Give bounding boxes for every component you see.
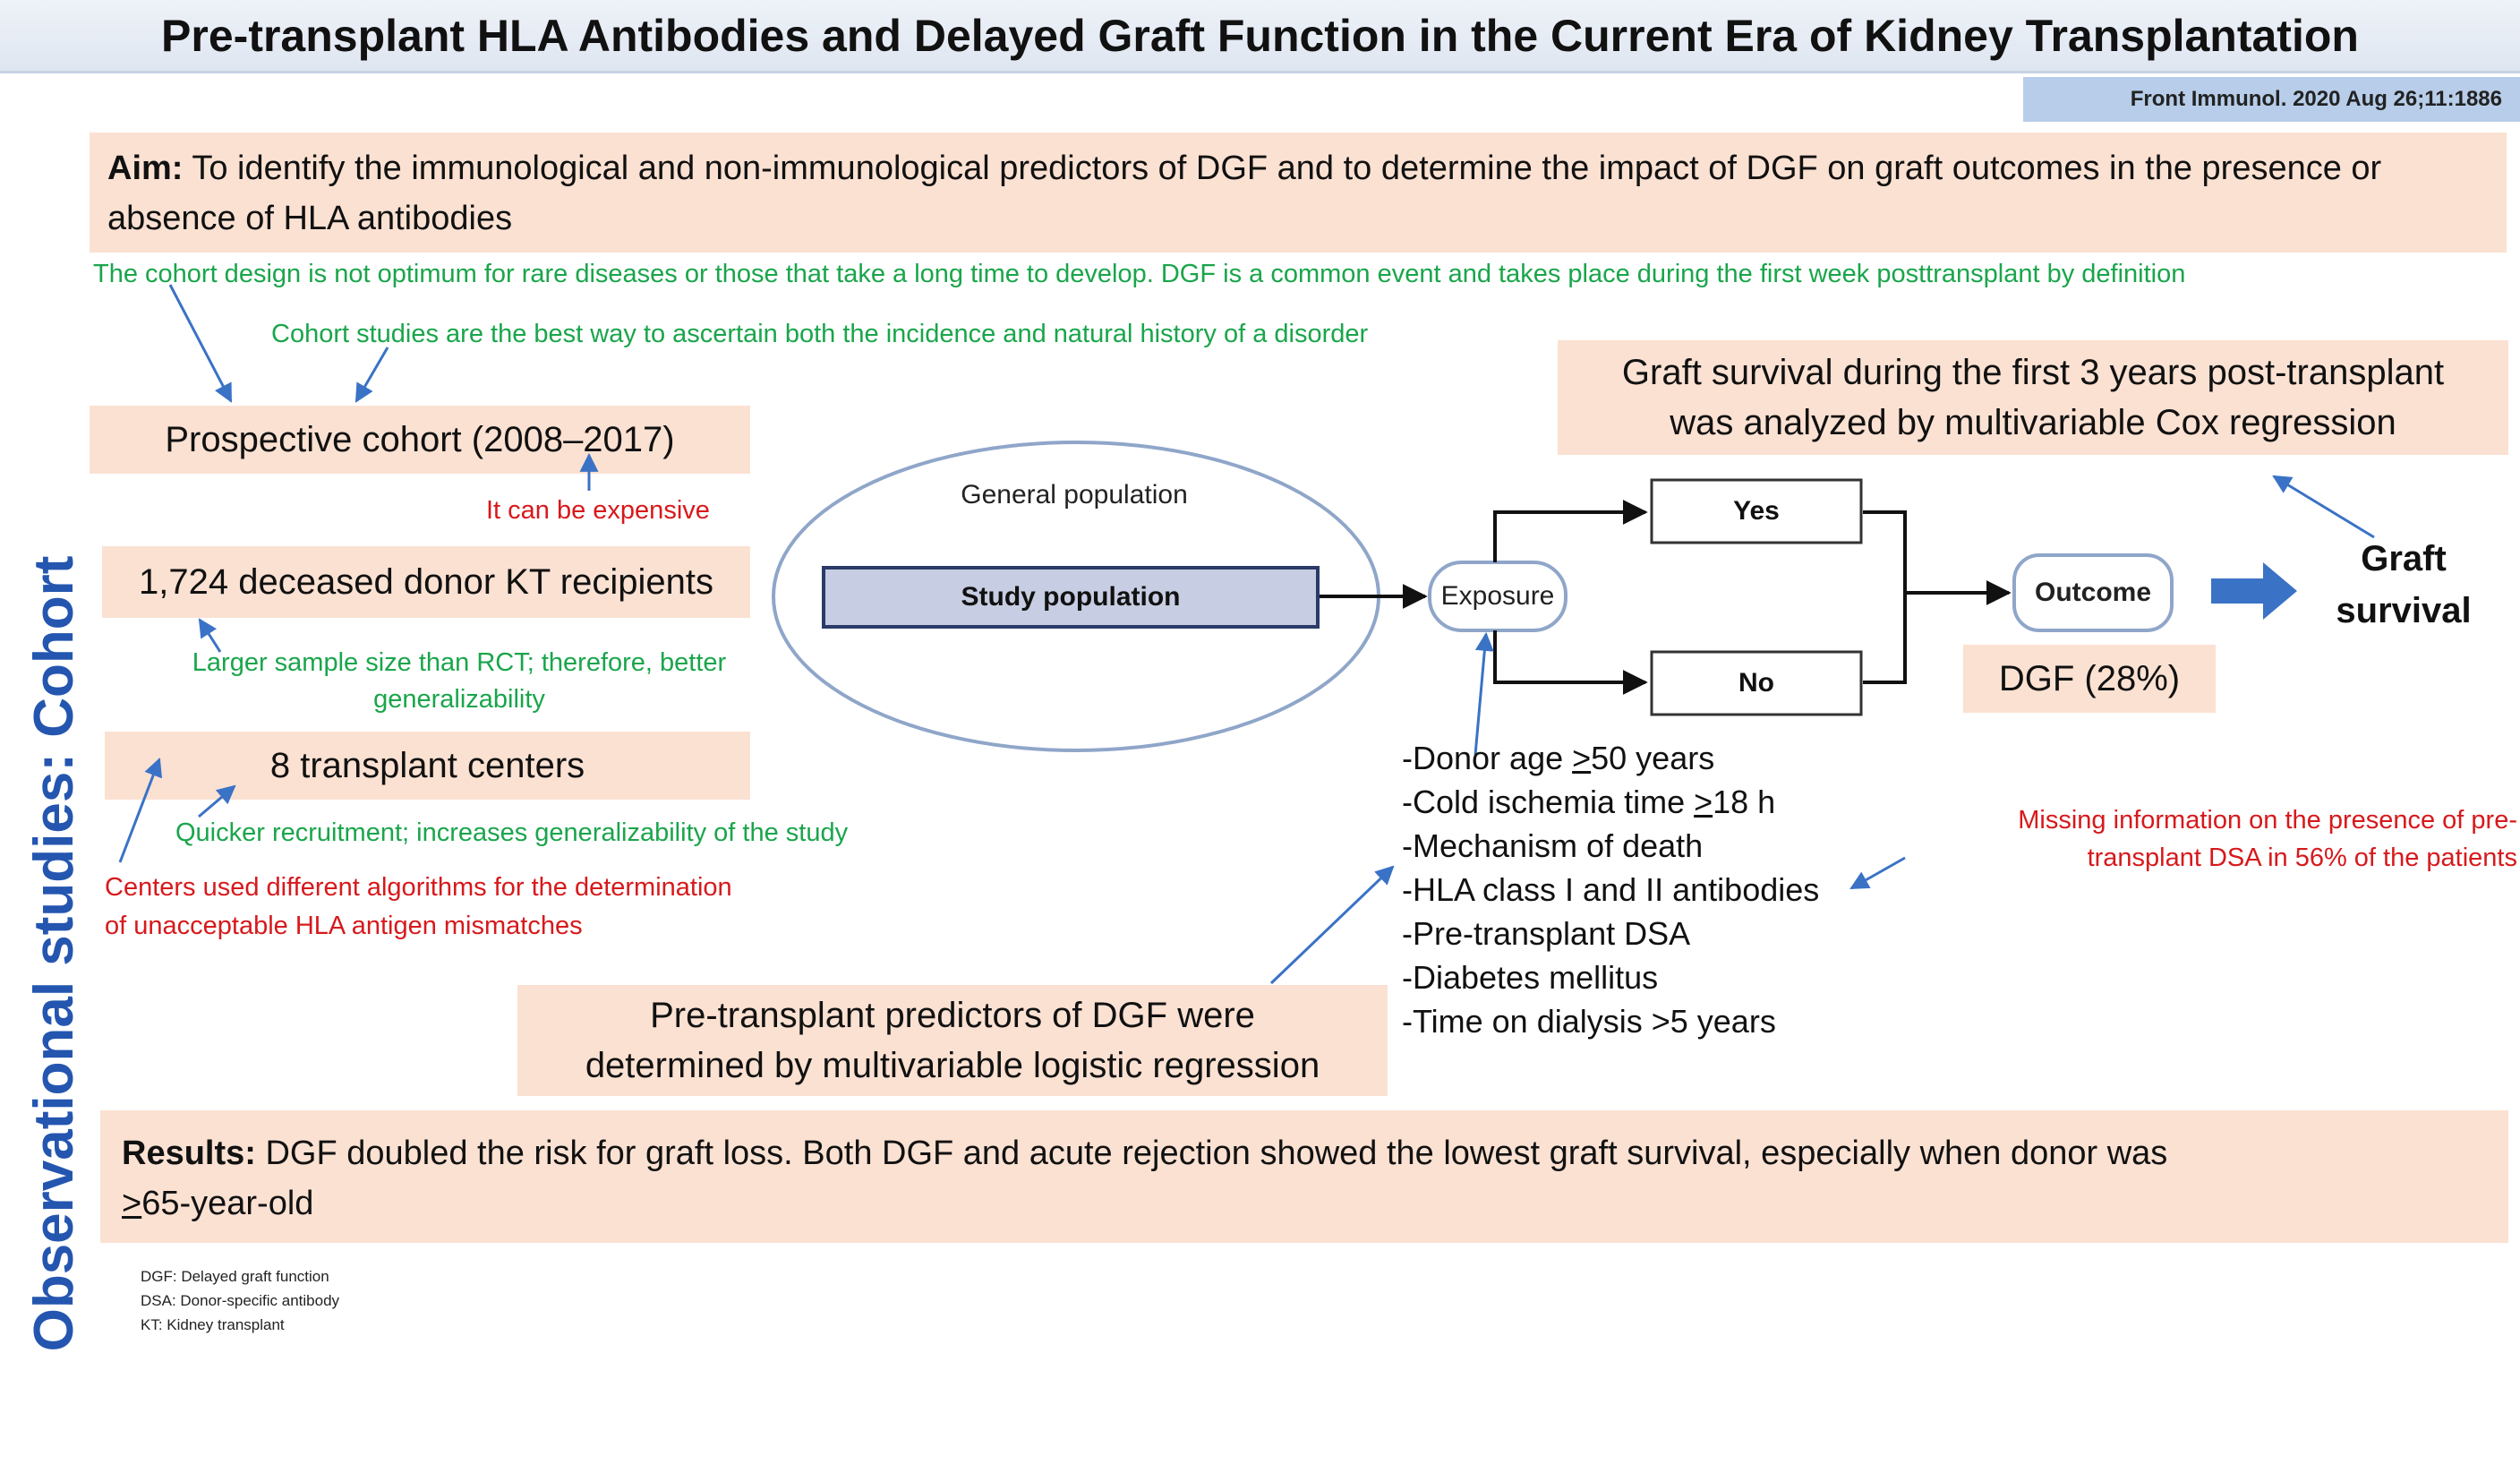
exposure-label: Exposure [1440,581,1555,611]
citation-badge: Front Immunol. 2020 Aug 26;11:1886 [2023,77,2520,122]
predictor-item: -Cold ischemia time >18 h [1402,784,1776,820]
aim-box: Aim: To identify the immunological and n… [90,133,2507,253]
graft-survival-analysis-line2: was analyzed by multivariable Cox regres… [1670,403,2396,442]
pointer-graft-survival [2272,475,2375,539]
dgf-rate-box: DGF (28%) [1963,645,2216,713]
pointer-cohort-best [355,347,389,403]
pointer-missing-info [1849,856,1906,890]
predictor-item: -Mechanism of death [1402,827,1704,864]
no-label: No [1738,668,1774,698]
note-sample-size-line2: generalizability [373,685,545,714]
note-quicker: Quicker recruitment; increases generaliz… [175,818,849,847]
predictor-item: -HLA class I and II antibodies [1402,871,1820,908]
predictors-line2: determined by multivariable logistic reg… [585,1046,1320,1085]
yes-rect [1650,478,1863,544]
pointer-centers-algo [118,758,163,863]
predictor-list: -Donor age >50 years -Cold ischemia time… [1402,736,1903,1043]
footnote-item: DSA: Donor-specific antibody [141,1292,340,1309]
line-no-to-outcome [1863,593,1907,684]
page-title: Pre-transplant HLA Antibodies and Delaye… [0,0,2520,73]
note-cohort-best: Cohort studies are the best way to ascer… [271,320,1369,348]
note-cohort-design: The cohort design is not optimum for rar… [93,260,2186,288]
exposure-shape [1428,561,1568,632]
note-missing-info-line2: transplant DSA in 56% of the patients [2087,844,2517,872]
graft-survival-label: Graft survival [2292,533,2516,637]
predictor-item: -Time on dialysis >5 years [1402,1003,1776,1040]
outcome-label: Outcome [2034,578,2152,607]
predictors-line1: Pre-transplant predictors of DGF were [650,996,1255,1035]
footnotes: DGF: Delayed graft function DSA: Donor-s… [141,1264,499,1337]
big-arrow-to-graft-survival [2211,562,2297,620]
study-population-label: Study population [961,582,1181,612]
outcome-shape [2012,553,2174,632]
arrow-exposure-to-no [1493,630,1648,695]
predictor-item: -Donor age >50 years [1402,740,1715,776]
note-missing-info-line1: Missing information on the presence of p… [2018,806,2517,835]
general-population-label: General population [961,480,1188,510]
note-sample-size-line1: Larger sample size than RCT; therefore, … [192,648,727,677]
graft-survival-line1: Graft [2361,539,2447,578]
no-rect [1650,650,1863,716]
footnote-item: DGF: Delayed graft function [141,1268,329,1285]
study-diagram [118,284,2375,985]
results-underlined: > [122,1185,142,1222]
recipients-box: 1,724 deceased donor KT recipients [102,546,750,618]
graft-survival-analysis-box: Graft survival during the first 3 years … [1558,340,2508,455]
yes-label: Yes [1733,496,1780,526]
prospective-cohort-box: Prospective cohort (2008–2017) [90,406,750,474]
note-centers-algo-line1: Centers used different algorithms for th… [105,873,732,902]
note-missing-info: Missing information on the presence of p… [1891,801,2517,877]
graft-survival-line2: survival [2336,591,2472,630]
predictor-item: -Pre-transplant DSA [1402,915,1691,952]
results-text-end: 65-year-old [141,1185,314,1222]
note-centers-algo-line2: of unacceptable HLA antigen mismatches [105,912,583,940]
pointer-predictors [1269,865,1395,985]
results-box: Results: DGF doubled the risk for graft … [100,1110,2508,1243]
arrow-exposure-to-yes [1493,500,1648,562]
pointer-sample-size [198,618,222,653]
results-label: Results: [122,1135,256,1172]
predictors-box: Pre-transplant predictors of DGF were de… [517,985,1388,1096]
aim-label: Aim: [107,150,184,187]
centers-box: 8 transplant centers [105,732,750,800]
line-yes-to-outcome [1863,510,1907,593]
footnote-item: KT: Kidney transplant [141,1316,285,1333]
results-text: DGF doubled the risk for graft loss. Bot… [255,1135,2168,1172]
pointer-quicker [198,784,236,818]
predictor-item: -Diabetes mellitus [1402,959,1659,996]
note-centers-algo: Centers used different algorithms for th… [105,869,910,946]
graft-survival-analysis-line1: Graft survival during the first 3 years … [1621,353,2445,392]
aim-text: To identify the immunological and non-im… [107,150,2382,237]
pointer-exposure [1474,631,1494,756]
study-population-rect [822,566,1320,629]
note-expensive: It can be expensive [486,496,710,525]
pointer-cohort-design [168,284,233,403]
note-sample-size: Larger sample size than RCT; therefore, … [146,645,773,718]
